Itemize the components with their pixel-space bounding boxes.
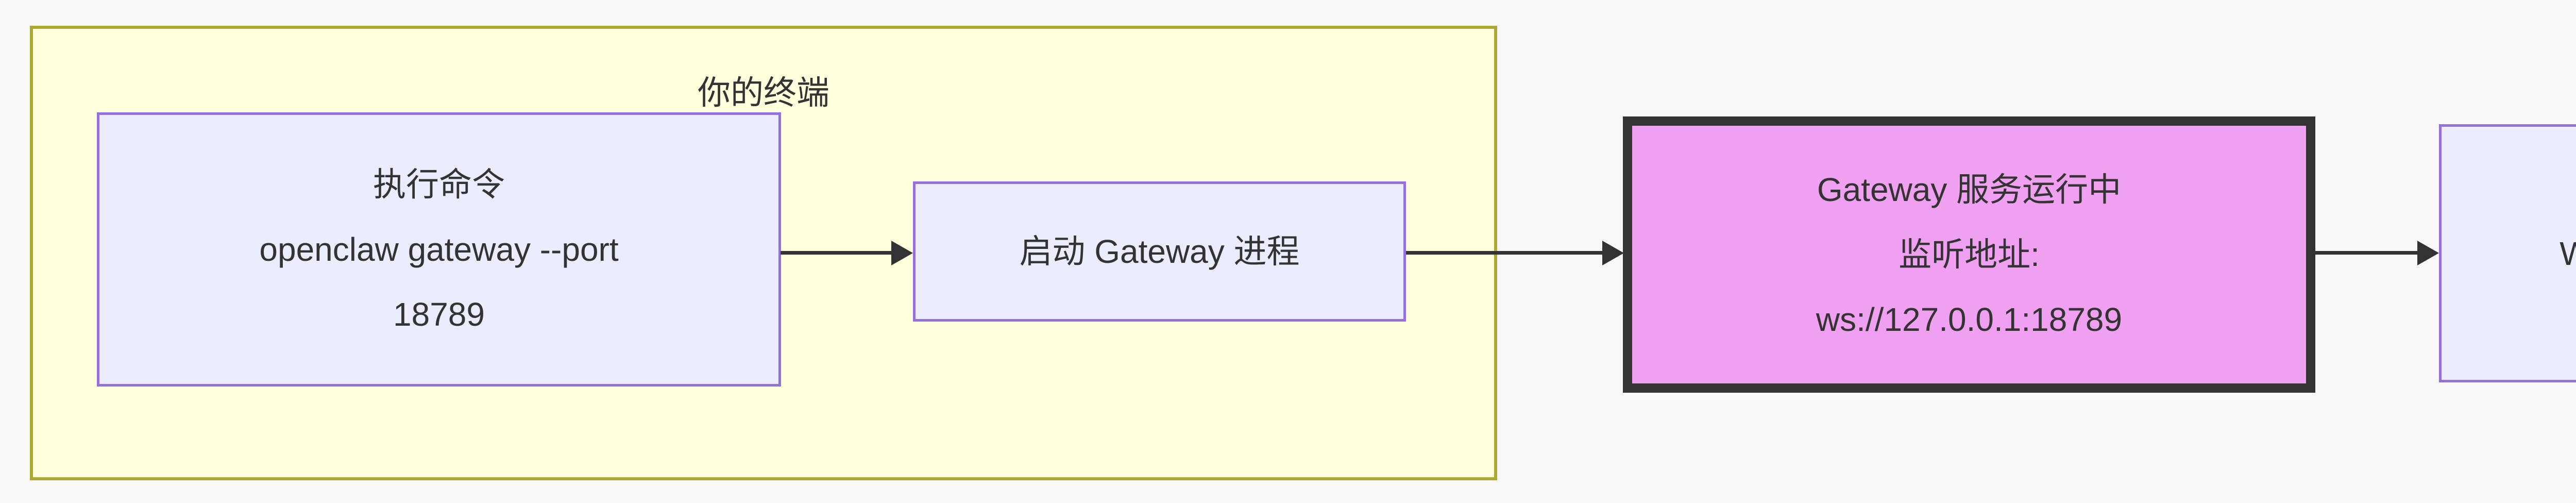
node-start-gateway-process: 启动 Gateway 进程 [913, 181, 1406, 322]
arrow-run-to-start [781, 251, 892, 255]
node-text-line: Gateway 服务运行中 [1817, 171, 2122, 208]
arrowhead-icon [2417, 241, 2439, 265]
node-text-line: openclaw gateway --port [259, 231, 619, 268]
node-run-command: 执行命令 openclaw gateway --port 18789 [97, 112, 781, 387]
arrowhead-icon [891, 241, 913, 265]
cluster-label: 你的终端 [698, 74, 829, 111]
node-connectable-clients: 可供连接的客户端 Web 控制台、终端 CLI、 手机App (Node) 等 [2439, 124, 2576, 382]
node-text-line: ws://127.0.0.1:18789 [1816, 301, 2123, 338]
node-text-line: 启动 Gateway 进程 [1019, 233, 1300, 270]
arrow-start-to-gateway [1406, 251, 1603, 255]
node-text-line: 18789 [393, 296, 485, 333]
arrow-gateway-to-clients [2315, 251, 2418, 255]
arrowhead-icon [1602, 241, 1624, 265]
node-text-line: 执行命令 [373, 166, 505, 203]
node-gateway-running: Gateway 服务运行中 监听地址: ws://127.0.0.1:18789 [1623, 116, 2315, 393]
node-text-line: 监听地址: [1899, 236, 2040, 273]
node-text-line: Web 控制台、终端 CLI、 [2560, 234, 2576, 272]
